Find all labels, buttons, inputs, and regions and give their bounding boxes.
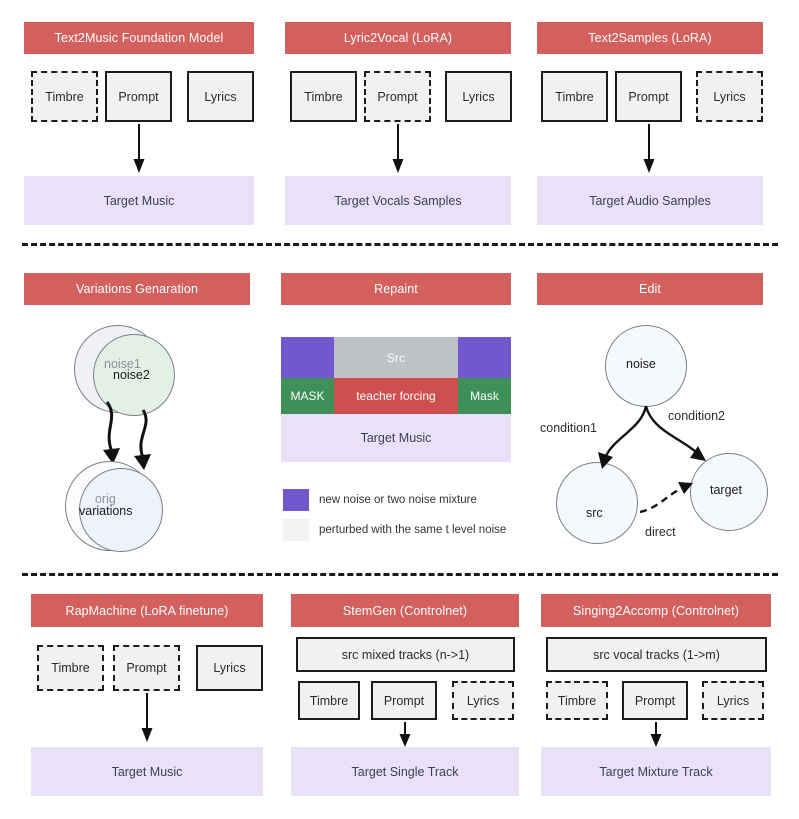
repaint-cell-noise-right xyxy=(458,337,511,378)
panel-header-stemgen: StemGen (Controlnet) xyxy=(291,594,519,627)
arrow-down-stemgen xyxy=(399,722,411,747)
legend-swatch-purple xyxy=(283,489,309,511)
input-box-prompt[interactable]: Prompt xyxy=(113,645,180,691)
panel-header-singing2accomp: Singing2Accomp (Controlnet) xyxy=(541,594,771,627)
edit-edges xyxy=(598,405,706,514)
panel-header-repaint: Repaint xyxy=(281,273,511,305)
edge-label-condition1: condition1 xyxy=(540,421,597,435)
input-box-timbre[interactable]: Timbre xyxy=(290,71,357,122)
input-box-lyrics[interactable]: Lyrics xyxy=(196,645,263,691)
panel-header-text2samples: Text2Samples (LoRA) xyxy=(537,22,763,54)
legend-label: perturbed with the same t level noise xyxy=(319,524,507,536)
target-bar-audio-samples: Target Audio Samples xyxy=(537,176,763,225)
repaint-legend-item-perturbed: perturbed with the same t level noise xyxy=(283,519,506,541)
repaint-cell-src: Src xyxy=(334,337,458,378)
arrow-down-panel1 xyxy=(133,124,145,173)
repaint-cell-teacher-forcing: teacher forcing xyxy=(334,378,458,414)
input-box-lyrics[interactable]: Lyrics xyxy=(445,71,512,122)
circle-variations xyxy=(79,468,163,552)
panel-header-text2music: Text2Music Foundation Model xyxy=(24,22,254,54)
repaint-cell-target-music: Target Music xyxy=(281,414,511,462)
target-bar-music: Target Music xyxy=(31,747,263,796)
circle-label-src: src xyxy=(586,506,603,520)
target-bar-mixture-track: Target Mixture Track xyxy=(541,747,771,796)
repaint-cell-noise-left xyxy=(281,337,334,378)
control-track-box-src-mixed[interactable]: src mixed tracks (n->1) xyxy=(296,637,515,672)
circle-label-noise1: noise1 xyxy=(104,357,141,371)
input-box-prompt[interactable]: Prompt xyxy=(622,681,688,720)
section-divider-2 xyxy=(22,573,778,576)
legend-swatch-light-gray xyxy=(283,519,309,541)
input-box-timbre[interactable]: Timbre xyxy=(31,71,98,122)
circle-noise xyxy=(605,325,687,407)
arrow-down-rapmachine xyxy=(141,693,153,742)
repaint-cell-mask-right: Mask xyxy=(458,378,511,414)
panel-header-edit: Edit xyxy=(537,273,763,305)
circle-label-noise: noise xyxy=(626,357,656,371)
arrow-down-singing2accomp xyxy=(650,722,662,747)
target-bar-single-track: Target Single Track xyxy=(291,747,519,796)
circle-label-variations: variations xyxy=(79,504,133,518)
panel-header-lyric2vocal: Lyric2Vocal (LoRA) xyxy=(285,22,511,54)
target-bar-vocals-samples: Target Vocals Samples xyxy=(285,176,511,225)
input-box-timbre[interactable]: Timbre xyxy=(37,645,104,691)
arrow-down-panel3 xyxy=(643,124,655,173)
edge-label-direct: direct xyxy=(645,525,676,539)
circle-src xyxy=(556,462,638,544)
panel-header-rapmachine: RapMachine (LoRA finetune) xyxy=(31,594,263,627)
panel-header-variations-generation: Variations Genaration xyxy=(24,273,250,305)
target-bar-music: Target Music xyxy=(24,176,254,225)
edge-label-condition2: condition2 xyxy=(668,409,725,423)
input-box-prompt[interactable]: Prompt xyxy=(364,71,431,122)
legend-label: new noise or two noise mixture xyxy=(319,494,477,506)
input-box-prompt[interactable]: Prompt xyxy=(615,71,682,122)
input-box-timbre[interactable]: Timbre xyxy=(298,681,360,720)
section-divider-1 xyxy=(22,243,778,246)
repaint-legend-item-new-noise: new noise or two noise mixture xyxy=(283,489,477,511)
circle-label-orig: orig xyxy=(95,492,116,506)
circle-target xyxy=(690,453,768,531)
input-box-lyrics[interactable]: Lyrics xyxy=(187,71,254,122)
input-box-prompt[interactable]: Prompt xyxy=(371,681,437,720)
arrow-down-panel2 xyxy=(392,124,404,173)
input-box-prompt[interactable]: Prompt xyxy=(105,71,172,122)
input-box-timbre[interactable]: Timbre xyxy=(546,681,608,720)
circle-label-target: target xyxy=(710,483,742,497)
arrow-curved-variations xyxy=(103,401,151,470)
input-box-lyrics[interactable]: Lyrics xyxy=(702,681,764,720)
input-box-lyrics[interactable]: Lyrics xyxy=(696,71,763,122)
input-box-lyrics[interactable]: Lyrics xyxy=(452,681,514,720)
circle-label-noise2: noise2 xyxy=(113,368,150,382)
control-track-box-src-vocal[interactable]: src vocal tracks (1->m) xyxy=(546,637,767,672)
input-box-timbre[interactable]: Timbre xyxy=(541,71,608,122)
repaint-cell-mask-left: MASK xyxy=(281,378,334,414)
